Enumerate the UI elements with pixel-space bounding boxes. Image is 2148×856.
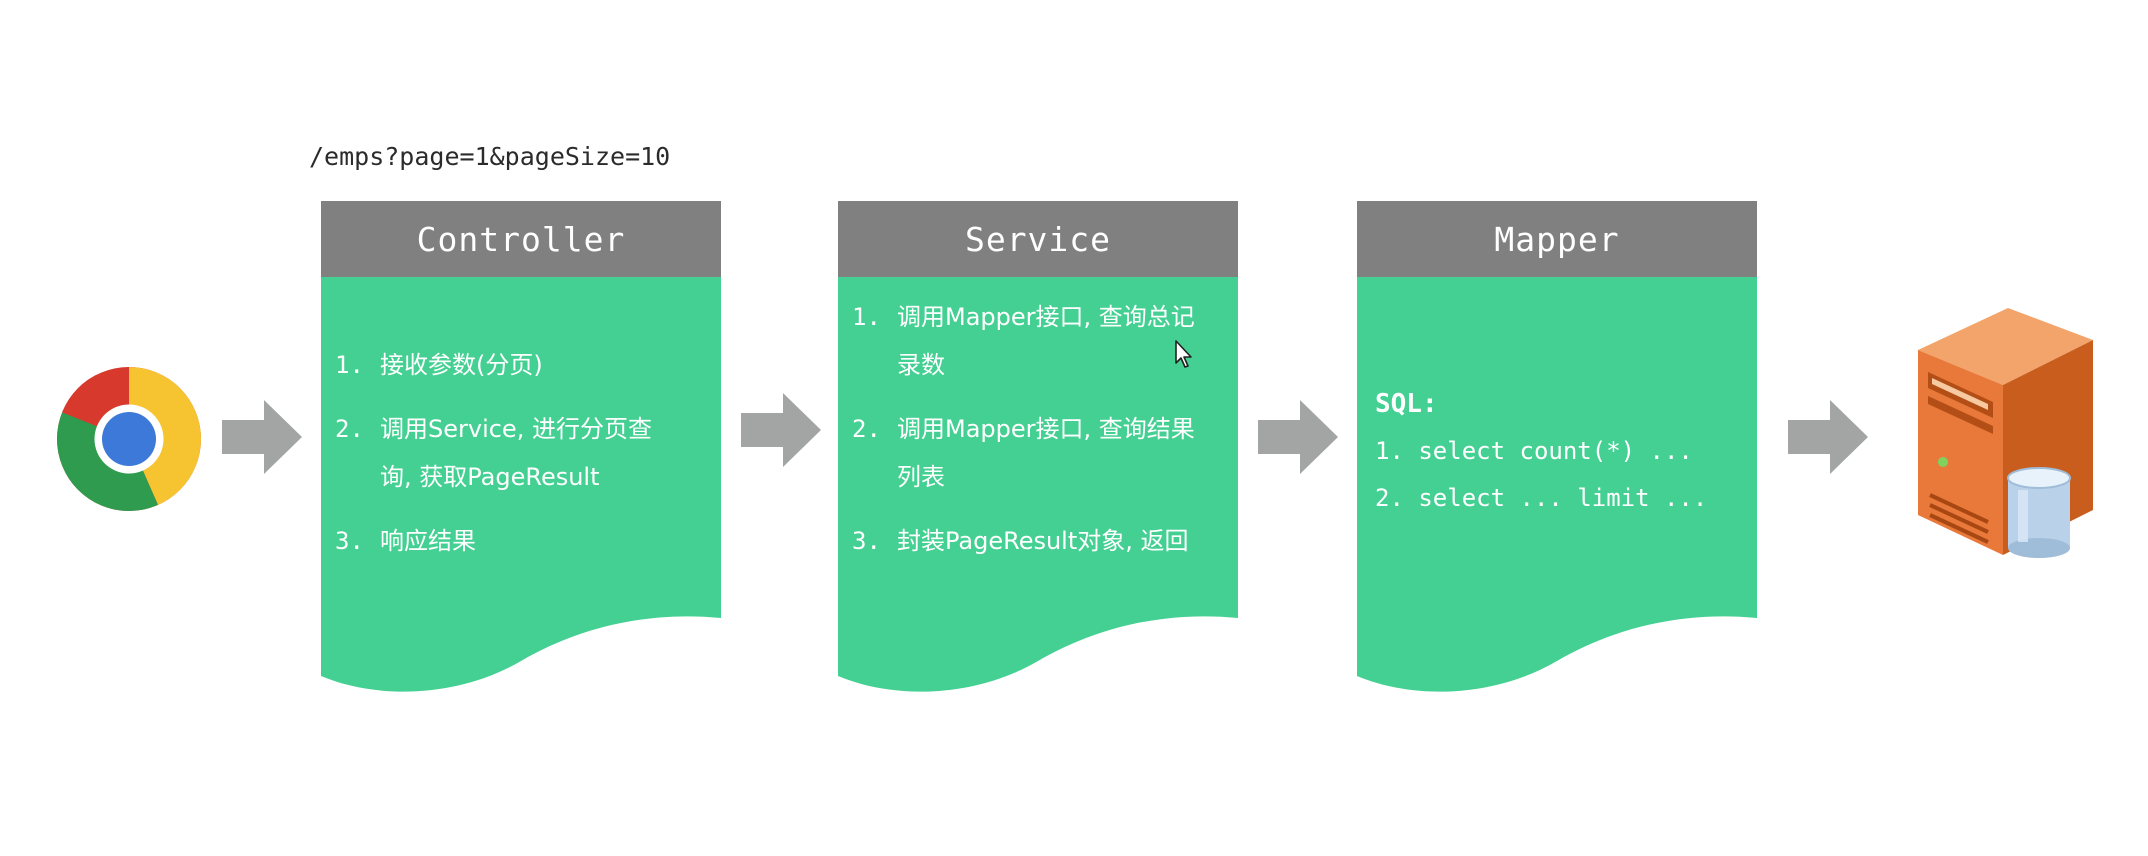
step-item: 1. 调用Mapper接口, 查询总记录数 bbox=[852, 303, 1195, 379]
step-item: 2. 调用Service, 进行分页查询, 获取PageResult bbox=[335, 415, 652, 491]
service-steps: 1. 调用Mapper接口, 查询总记录数 2. 调用Mapper接口, 查询结… bbox=[852, 293, 1212, 581]
step-item: 2. 调用Mapper接口, 查询结果列表 bbox=[852, 415, 1195, 491]
sql-line: 1. select count(*) ... bbox=[1375, 437, 1693, 465]
chrome-icon bbox=[57, 367, 201, 511]
arrow-right-icon bbox=[222, 400, 302, 474]
step-item: 3. 响应结果 bbox=[335, 527, 476, 555]
step-item: 1. 接收参数(分页) bbox=[335, 351, 543, 379]
service-card: Service 1. 调用Mapper接口, 查询总记录数 2. 调用Mappe… bbox=[838, 201, 1238, 698]
controller-steps: 1. 接收参数(分页) 2. 调用Service, 进行分页查询, 获取Page… bbox=[335, 341, 715, 581]
arrow-right-icon bbox=[1788, 400, 1868, 474]
request-url: /emps?page=1&pageSize=10 bbox=[309, 142, 671, 171]
sql-label: SQL: bbox=[1375, 389, 1438, 419]
database-server-icon bbox=[1918, 308, 2093, 558]
service-title: Service bbox=[964, 219, 1112, 259]
mapper-title: Mapper bbox=[1494, 219, 1620, 259]
controller-card: Controller 1. 接收参数(分页) 2. 调用Service, 进行分… bbox=[321, 201, 721, 698]
step-item: 3. 封装PageResult对象, 返回 bbox=[852, 527, 1189, 555]
mouse-cursor-icon bbox=[1175, 340, 1192, 368]
arrow-right-icon bbox=[741, 393, 821, 467]
controller-title: Controller bbox=[416, 219, 626, 259]
sql-line: 2. select ... limit ... bbox=[1375, 484, 1708, 512]
mapper-sql: SQL: 1. select count(*) ... 2. select ..… bbox=[1375, 381, 1755, 522]
mapper-card: Mapper SQL: 1. select count(*) ... 2. se… bbox=[1357, 201, 1757, 698]
arrow-right-icon bbox=[1258, 400, 1338, 474]
